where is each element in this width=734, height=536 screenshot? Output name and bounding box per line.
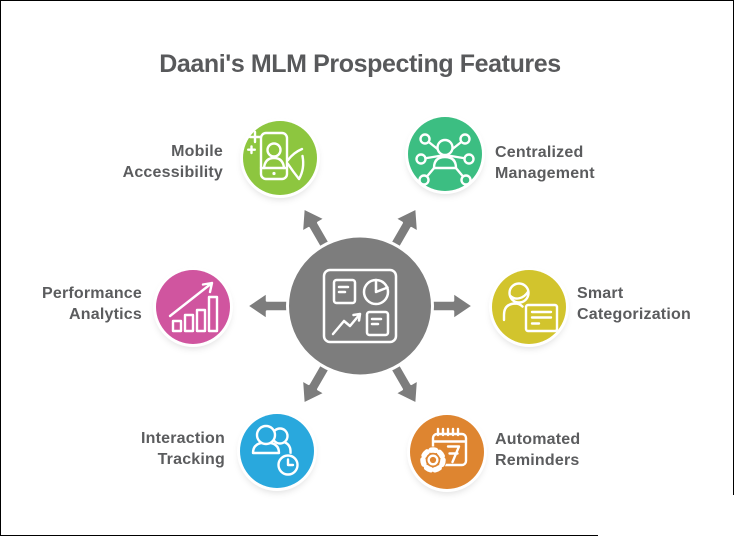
hub-with-arrows bbox=[245, 206, 475, 406]
feature-circle-centralized-management bbox=[408, 117, 482, 191]
feature-label-line: Performance bbox=[41, 285, 142, 302]
feature-label-line: Management bbox=[495, 165, 595, 182]
feature-label-line: Smart bbox=[577, 285, 624, 302]
feature-label-line: Tracking bbox=[157, 451, 225, 468]
smartphone-user-touch-icon bbox=[247, 130, 305, 181]
feature-label-interaction-tracking: Interaction Tracking bbox=[141, 428, 225, 470]
page-title: Daani's MLM Prospecting Features bbox=[159, 50, 561, 78]
feature-circle-performance-analytics bbox=[156, 270, 230, 344]
feature-label-line: Accessibility bbox=[122, 164, 223, 181]
feature-label-line: Mobile bbox=[171, 143, 223, 160]
dashboard-report-icon bbox=[322, 268, 398, 344]
people-clock-icon bbox=[251, 424, 300, 477]
bar-chart-growth-icon bbox=[168, 281, 219, 333]
feature-label-line: Categorization bbox=[577, 306, 691, 323]
feature-label-line: Interaction bbox=[141, 430, 225, 447]
feature-label-line: Centralized bbox=[495, 144, 584, 161]
feature-label-automated-reminders: Automated Reminders bbox=[495, 429, 580, 471]
feature-label-performance-analytics: Performance Analytics bbox=[42, 283, 142, 325]
feature-label-smart-categorization: Smart Categorization bbox=[577, 283, 691, 325]
feature-label-mobile-accessibility: Mobile Accessibility bbox=[123, 141, 223, 183]
feature-label-line: Automated bbox=[495, 431, 581, 448]
calendar-gear-icon bbox=[419, 427, 468, 474]
network-hub-people-icon bbox=[415, 133, 475, 186]
person-profile-card-icon bbox=[502, 282, 559, 333]
feature-circle-mobile-accessibility bbox=[243, 121, 317, 195]
feature-circle-automated-reminders bbox=[410, 415, 484, 489]
feature-circle-interaction-tracking bbox=[240, 414, 314, 488]
white-patch bbox=[598, 495, 734, 536]
feature-circle-smart-categorization bbox=[492, 270, 566, 344]
feature-label-line: Analytics bbox=[69, 306, 142, 323]
feature-label-line: Reminders bbox=[495, 452, 580, 469]
feature-label-centralized-management: Centralized Management bbox=[495, 142, 595, 184]
hub-circle bbox=[286, 234, 434, 378]
